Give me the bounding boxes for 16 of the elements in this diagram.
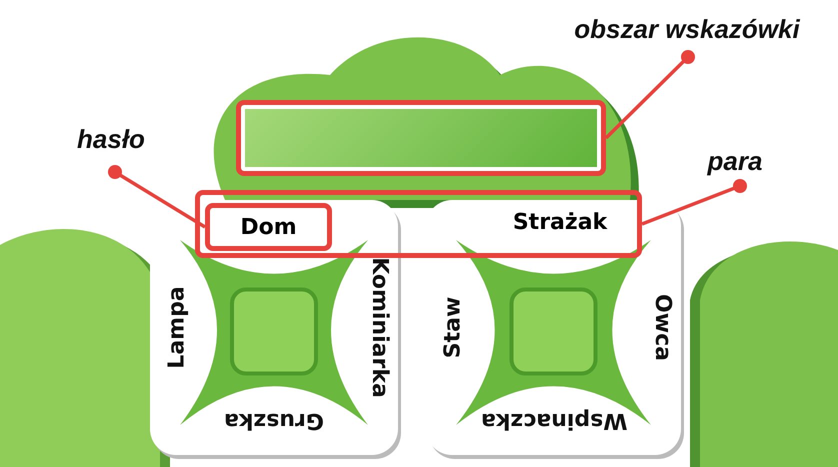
card-word: Gruszka <box>224 408 324 433</box>
highlight-frame <box>195 190 642 258</box>
callout-label: hasło <box>75 124 147 158</box>
card-word: Staw <box>440 296 465 358</box>
highlight-frame <box>236 100 606 176</box>
leader-line <box>641 179 747 226</box>
card-word: Lampa <box>164 286 190 369</box>
callout-label: obszar wskazówki <box>572 14 802 48</box>
word-highlight: Dom <box>205 203 332 251</box>
leader-line <box>604 50 695 140</box>
callout-label: para <box>702 146 768 180</box>
leader-line <box>108 165 206 228</box>
card-word: Owca <box>650 294 675 361</box>
card-word: Wspinaczka <box>480 408 627 433</box>
card-word: Kominiarka <box>366 257 392 398</box>
card-word: Strażak <box>490 210 630 244</box>
